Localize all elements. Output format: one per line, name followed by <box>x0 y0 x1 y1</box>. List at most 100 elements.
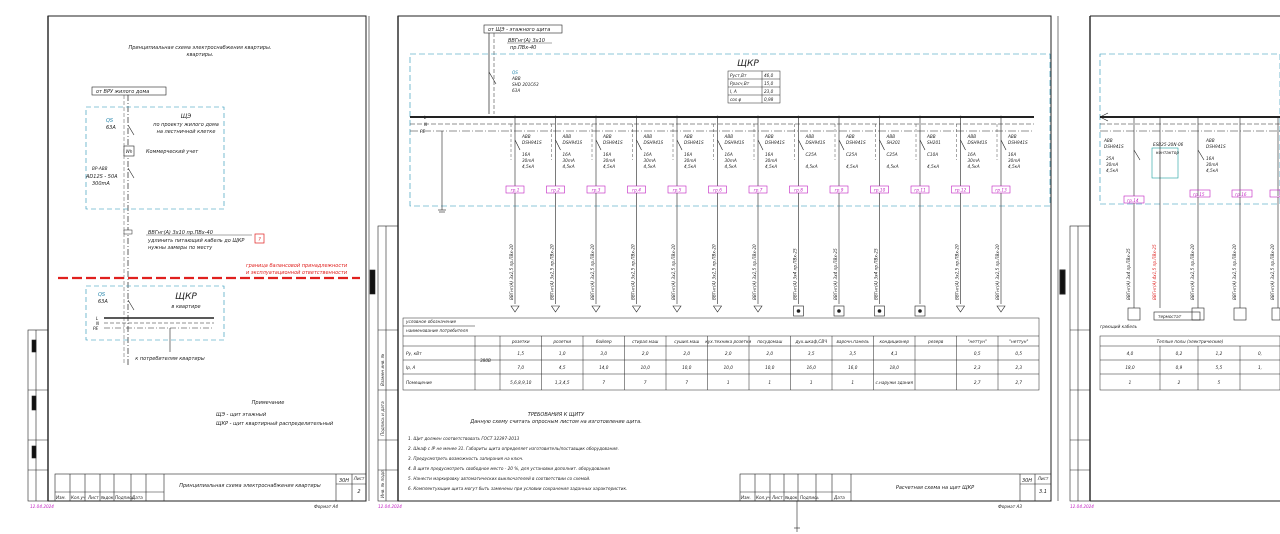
load-box <box>874 305 885 317</box>
breaker-spec: 16А <box>563 152 571 157</box>
breaker-spec: АВВ <box>845 134 855 139</box>
s3-r1c3: 1,2 <box>1216 351 1223 356</box>
param-cos-value: 0,98 <box>764 97 774 102</box>
socket-symbol <box>510 305 520 313</box>
breaker-spec: 4,5кА <box>1008 164 1020 169</box>
bus-node <box>959 115 962 119</box>
breaker-spec: SH201 <box>927 140 941 145</box>
group-cable: ВВГнг(А) 3х4 пр.ПВх-25 <box>793 248 798 300</box>
breaker-spec: 4,5кА <box>603 164 615 169</box>
breaker-spec: 4,5кА <box>522 164 534 169</box>
breaker-spec: 30mA <box>522 158 534 163</box>
breaker-spec: 16А <box>684 152 692 157</box>
note-1: ЩЭ - щит этажный <box>216 412 267 418</box>
breaker-contact <box>514 139 521 151</box>
param-rrasch-label: Ррасч,Вт <box>730 81 750 86</box>
meter-note: Коммерческий учет <box>146 149 199 155</box>
sheet2-params-text: Руст,Вт 46,0 Ррасч,Вт 15,0 I, А 23,0 cos… <box>730 73 774 102</box>
stamp2-title: Расчетная схема на щит ЩКР <box>896 485 974 491</box>
sheet2-qs-rating: 63А <box>512 88 520 93</box>
breaker-spec: 16А <box>725 152 733 157</box>
group-label: гр.5 <box>673 188 682 193</box>
group-cable: ВВГнг(А) 3х2,5 пр.ПВх-20 <box>550 244 555 300</box>
table-cell: 10,0 <box>682 365 692 370</box>
table-cell: сушил.маш <box>674 339 699 344</box>
table-cell: розетки <box>511 339 530 344</box>
table-cell: варочн.панель <box>836 339 869 344</box>
s3-cable-1: ВВГнг(А) 3х4 пр.ПВх-25 <box>1126 248 1131 300</box>
qs2-label: QS <box>98 292 106 298</box>
breaker-spec: АВВ <box>926 134 936 139</box>
table-cell: 2,0 <box>725 351 732 356</box>
table-cell: 7,0 <box>517 365 524 370</box>
socket-symbol <box>712 305 723 313</box>
breaker-spec: АВВ <box>724 134 734 139</box>
question-mark: ? <box>258 237 261 243</box>
table-hdr-consumer: наименование потребителя <box>406 328 468 333</box>
cable-spec: ВВГнг(А) 3х10 пр.ПВх-40 <box>148 230 213 236</box>
table-cell: посудомаш <box>757 339 782 344</box>
breaker-contact <box>595 139 602 151</box>
breaker-spec: SH201 <box>887 140 901 145</box>
sheet1-title-line2: квартиры. <box>186 52 213 58</box>
req-subtitle: Данную схему считать опросным листом на … <box>469 419 642 425</box>
table-cell: 0,5 <box>974 351 981 356</box>
breaker-spec: 4,5кА <box>644 164 656 169</box>
stamp2-sheet-label: Лист <box>1037 476 1049 481</box>
breaker-spec: С25А <box>887 152 898 157</box>
stamp1-col-podpis: Подпись <box>115 495 134 500</box>
format-1: Формат А4 <box>314 504 338 509</box>
load-box <box>793 305 804 317</box>
breaker-contact <box>838 139 845 151</box>
cable-note-1: удлинить питающий кабель до ЩКР <box>147 238 244 244</box>
req-title: ТРЕБОВАНИЯ К ЩИТУ <box>528 412 585 418</box>
socket-symbol <box>672 305 682 313</box>
sheet-2-stamp-text: Изм. Кол.уч Лист №док. Подпись Дата Расч… <box>378 476 1049 509</box>
load-dot <box>837 309 841 313</box>
table-cell: 3,5 <box>849 351 856 356</box>
s3-r2c1: 18,0 <box>1125 365 1135 370</box>
breaker-spec: DSH941S <box>968 140 988 145</box>
s3-r2c4: 1, <box>1258 365 1262 370</box>
breaker-spec: 16А <box>522 152 530 157</box>
breaker-spec: DSH941S <box>725 140 745 145</box>
to-consumers: к потребителям квартиры <box>135 356 205 362</box>
breaker-spec: АВВ <box>683 134 693 139</box>
stamp1-col-list: Лист <box>87 495 99 500</box>
breaker-spec: АВВ <box>643 134 653 139</box>
s3-group-15: гр.15 <box>1193 192 1205 197</box>
table-cell: 1 <box>851 380 854 385</box>
she-desc-2: на лестничной клетке <box>157 129 216 135</box>
stamp1-sheet-label: Лист <box>353 476 365 481</box>
breaker-spec: 16А <box>603 152 611 157</box>
sheet2-qs-model: SHD 201С63 <box>512 82 539 87</box>
from-vru-label: от ВРУ жилого дома <box>96 89 149 95</box>
param-rust-value: 46,0 <box>764 73 774 78</box>
question-box <box>254 233 265 244</box>
she-title: ЩЭ <box>181 113 193 120</box>
s3-b1-brand: АВВ <box>1103 138 1113 143</box>
row-label-current: Iр, А <box>406 365 416 370</box>
table-cell: 5,6,8,9,10 <box>510 380 532 385</box>
table-cell: 1 <box>810 380 813 385</box>
shkr-title: ЩКР <box>175 292 197 302</box>
stamp2-col-koluch: Кол.уч <box>756 495 771 500</box>
breaker-contact <box>757 139 764 151</box>
sheet-1-content: Принципиальная схема электроснабжения кв… <box>58 45 360 427</box>
bus-node <box>594 115 598 119</box>
bus1-L: L <box>96 316 99 321</box>
group-cable: ВВГнг(А) 3х2,5 пр.ПВх-20 <box>590 244 595 300</box>
breaker-contact <box>717 139 723 151</box>
table-cell: 2,7 <box>974 380 981 385</box>
group-cable: ВВГнг(А) 3х4 пр.ПВх-25 <box>874 248 879 300</box>
table-cell: 2,0 <box>642 351 649 356</box>
row-label-power: Ру, кВт <box>406 351 422 356</box>
boundary-text-2: и эксплуатационной ответственности <box>246 270 348 276</box>
bus-node <box>554 115 557 119</box>
s3-r1c2: 0,2 <box>1176 351 1183 356</box>
breaker-contact <box>960 139 966 151</box>
